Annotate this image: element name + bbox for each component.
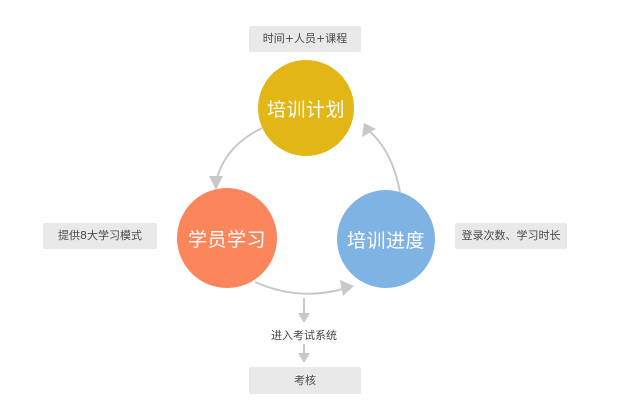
progress-note-box: 登录次数、学习时长 (455, 223, 567, 249)
plan-note-box: 时间+人员+课程 (249, 26, 361, 52)
arrow-down-2-head (298, 353, 310, 363)
assessment-box: 考核 (249, 367, 361, 394)
arrow-down-1-head (298, 313, 310, 323)
training-progress-label: 培训进度 (346, 229, 425, 252)
learner-study-node: 学员学习 (177, 188, 277, 288)
arrowhead-plan-to-study (209, 176, 223, 190)
arrow-progress-to-plan (367, 129, 401, 193)
arrowhead-study-to-progress (340, 280, 354, 296)
training-plan-node: 培训计划 (258, 60, 354, 156)
training-progress-node: 培训进度 (337, 190, 435, 288)
learner-study-label: 学员学习 (187, 228, 266, 251)
study-note-box: 提供8大学习模式 (43, 223, 157, 249)
arrow-study-to-progress (254, 281, 347, 295)
enter-exam-system-text: 进入考试系统 (271, 329, 337, 342)
training-plan-label: 培训计划 (266, 98, 345, 121)
arrow-plan-to-study (215, 127, 263, 185)
arrowhead-progress-to-plan (362, 123, 376, 137)
